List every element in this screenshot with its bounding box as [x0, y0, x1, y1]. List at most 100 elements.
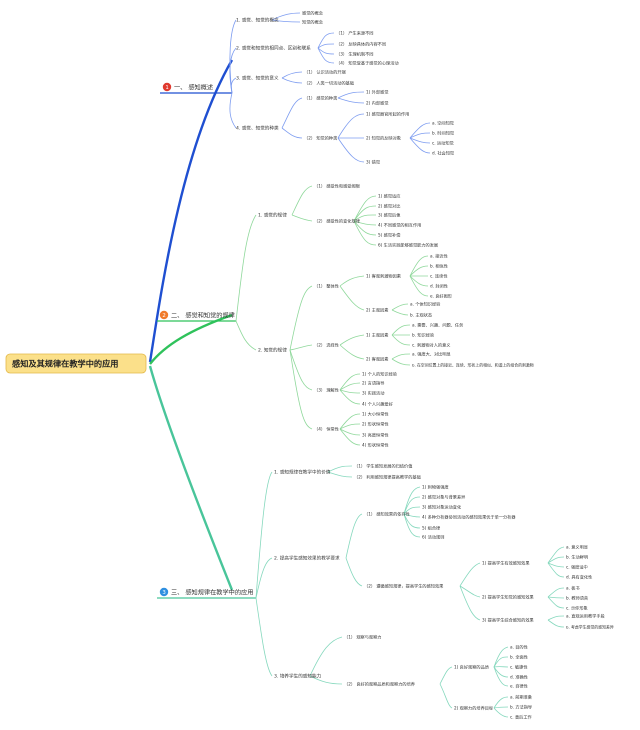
node[interactable]: （4） 知觉受基于感觉的心理活动 [336, 60, 399, 67]
branch-label-2[interactable]: 二、 感觉和知觉的规律 [171, 312, 235, 320]
node[interactable]: b. 相似性 [430, 263, 448, 270]
node[interactable]: 1) 良好观察的品质 [454, 664, 489, 671]
node[interactable]: 1) 刺物强强度 [422, 484, 449, 491]
node[interactable]: c. 运动知觉 [432, 140, 454, 147]
node[interactable]: c. 善后工作 [510, 714, 533, 721]
node[interactable]: 感觉的概念 [302, 10, 324, 17]
node[interactable]: 5) 感觉补偿 [378, 232, 400, 239]
node[interactable]: 2. 知觉的规律 [258, 347, 287, 354]
node[interactable]: d. 具有变化性 [566, 574, 592, 581]
node[interactable]: （2） 良好的观察品质和观察力的培养 [344, 681, 416, 688]
node[interactable]: （1） 认识活动的开端 [304, 69, 346, 76]
node[interactable]: b. 全面性 [510, 654, 528, 661]
node[interactable]: 3) 亮度恒常性 [362, 432, 389, 439]
node[interactable]: 6) 生活实践能够感觉能力的发展 [378, 242, 439, 249]
node[interactable]: （1） 观察与观察力 [344, 634, 382, 641]
node[interactable]: （3） 生理机制不同 [336, 51, 374, 58]
node[interactable]: （1） 感觉的种类 [304, 95, 338, 102]
branch-label-3[interactable]: 三、 感知规律在教学中的应用 [171, 589, 253, 597]
node[interactable]: a. 前期准备 [510, 694, 533, 701]
node[interactable]: d. 社会知觉 [432, 150, 454, 157]
node[interactable]: c. 示你形象 [566, 605, 588, 612]
root-node[interactable] [5, 353, 147, 374]
node[interactable]: 2) 知觉的反映对象 [366, 135, 401, 142]
node[interactable]: 1. 感知规律在教学中的价值 [274, 469, 331, 476]
node[interactable]: （2） 遵循感知规律，提高学生的感知效果 [364, 583, 444, 590]
node[interactable]: 5) 组合律 [422, 525, 440, 532]
node[interactable]: e. 良好图形 [430, 293, 453, 300]
node[interactable]: d. 准确性 [510, 674, 528, 681]
node[interactable]: 知觉的概念 [302, 19, 324, 26]
node[interactable]: 2) 提高学生知觉的感知效果 [482, 594, 535, 601]
node[interactable]: b. 方法指导 [510, 704, 532, 711]
node[interactable]: a. 个体知识经验 [410, 301, 441, 308]
node[interactable]: c. 刺激物对人的意义 [412, 342, 451, 349]
node[interactable]: b. 教师语音 [566, 595, 588, 602]
node[interactable]: 1) 个人的知识经验 [362, 371, 398, 378]
node[interactable]: 2) 主观因素 [366, 307, 388, 314]
node[interactable]: 4) 不同感觉的相互作用 [378, 222, 421, 229]
node[interactable]: e. 自律性 [510, 683, 528, 690]
node[interactable]: 3. 培养学生的感知能力 [274, 673, 322, 680]
node[interactable]: （3） 理解性 [314, 387, 339, 394]
node[interactable]: （2） 知觉的种类 [304, 135, 338, 142]
node[interactable]: 1) 提高学生有效感知效果 [482, 560, 530, 567]
node[interactable]: 3) 错觉 [366, 159, 380, 166]
node[interactable]: 3. 感觉、知觉的意义 [236, 75, 279, 82]
node[interactable]: （1） 产生来源不同 [336, 30, 374, 37]
node[interactable]: b. 考虑学生感觉的感知差异 [566, 625, 614, 630]
node[interactable]: 2) 言语指导 [362, 380, 384, 387]
node[interactable]: （2） 选择性 [314, 342, 339, 349]
node[interactable]: a. 板书 [566, 585, 580, 592]
node[interactable]: c. 敏捷性 [510, 664, 528, 671]
node[interactable]: 1. 感觉、知觉的概念 [236, 17, 279, 24]
node[interactable]: 3) 提高学生综合感知的效果 [482, 617, 535, 624]
node[interactable]: （1） 整体性 [314, 283, 339, 290]
node[interactable]: b. 在空间位置上的接近、连续、形状上的相似、和谐上的组合的刺激物 [412, 363, 534, 368]
node[interactable]: d. 封闭性 [430, 283, 448, 290]
node[interactable]: 1) 外部感觉 [366, 89, 388, 96]
node[interactable]: b. 时间知觉 [432, 130, 454, 137]
node[interactable]: a. 意义明显 [566, 544, 588, 551]
node[interactable]: a. 接近性 [430, 253, 448, 260]
node[interactable]: 3) 实践活动 [362, 390, 384, 397]
node[interactable]: a. 目的性 [510, 644, 528, 651]
node[interactable]: 2) 感觉对比 [378, 203, 400, 210]
node[interactable]: a. 空间知觉 [432, 120, 454, 127]
node[interactable]: 1) 感觉器官所起的作用 [366, 111, 409, 118]
node[interactable]: （1） 感知效果的依存性 [364, 511, 410, 518]
node[interactable]: 2) 内部感觉 [366, 100, 388, 107]
node[interactable]: b. 主观状态 [410, 312, 432, 319]
node[interactable]: 4) 多种分析器协同活动的感知效果优于单一分析器 [422, 514, 516, 521]
node[interactable]: （2） 人类一切活动的基础 [304, 80, 354, 87]
node[interactable]: 1. 感觉的规律 [258, 212, 287, 219]
node[interactable]: b. 生动鲜明 [566, 554, 588, 561]
node[interactable]: 4) 个人兴趣爱好 [362, 401, 393, 408]
node[interactable]: a. 直观运用教学手段 [566, 613, 606, 620]
node[interactable]: 6) 活动规则 [422, 534, 444, 541]
node[interactable]: （1） 学生感知发展的归结价值 [354, 463, 412, 470]
node[interactable]: a. 需要、兴趣、问题、任务 [412, 322, 464, 329]
node[interactable]: 2. 感觉和知觉的相同点、区别和联系 [236, 45, 311, 52]
node[interactable]: 3) 感觉后像 [378, 212, 401, 219]
node[interactable]: 2) 客观因素 [366, 356, 388, 363]
node[interactable]: c. 强度适中 [566, 564, 588, 571]
node[interactable]: 4. 感觉、知觉的种类 [236, 125, 279, 132]
node[interactable]: 3) 感知对象运动变化 [422, 504, 462, 511]
node[interactable]: 1) 感觉适应 [378, 193, 400, 200]
node[interactable]: （2） 感受性的变化规律 [314, 218, 360, 225]
node[interactable]: 2) 形状恒常性 [362, 421, 389, 428]
node[interactable]: （4） 恒常性 [314, 426, 339, 433]
node[interactable]: 1) 大小恒常性 [362, 411, 389, 418]
branch-label-1[interactable]: 一、 感知概述 [174, 84, 213, 92]
node[interactable]: c. 连续性 [430, 273, 448, 280]
node[interactable]: 2) 感觉对象与背景差异 [422, 494, 465, 501]
node[interactable]: 2. 提高学生感知效果的教学要求 [274, 555, 340, 562]
node[interactable]: 1) 主观因素 [366, 332, 388, 339]
node[interactable]: （1） 感受性和感受阈限 [314, 183, 361, 190]
node[interactable]: a. 强度大、对比明显 [412, 351, 451, 358]
node[interactable]: b. 知识经验 [412, 332, 435, 339]
node[interactable]: （2） 利用感知规律提高教学的基础 [354, 474, 421, 481]
node[interactable]: 2) 观察力的培养目标 [454, 705, 493, 712]
node[interactable]: （2） 反映具体的内容不同 [336, 41, 386, 48]
